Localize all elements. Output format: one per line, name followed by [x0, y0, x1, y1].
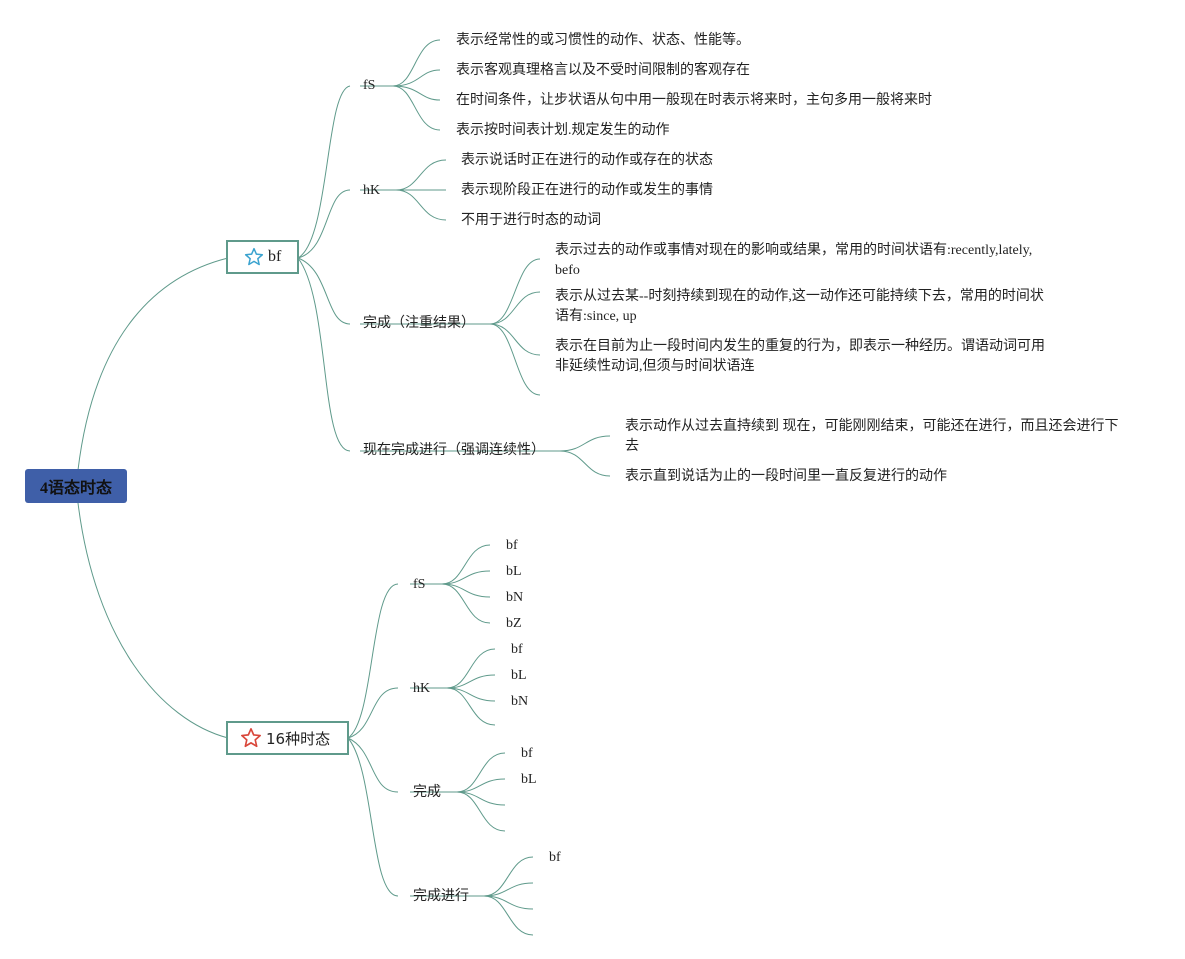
star-icon: [244, 247, 264, 266]
leaf-text: bf: [511, 642, 523, 657]
leaf-text: 表示按时间表计划.规定发生的动作: [456, 123, 670, 138]
leaf-text: 表示在目前为止一段时间内发生的重复的行为，即表示一种经历。谓语动词可用非延续性动…: [555, 339, 1045, 374]
branch-bf-label: bf: [268, 248, 282, 265]
leaf-text: bf: [521, 746, 533, 761]
leaf-text: 表示经常性的或习惯性的动作、状态、性能等。: [456, 33, 750, 48]
group-perfect-label[interactable]: 完成（注重结果）: [363, 316, 475, 331]
leaf-text: bf: [549, 850, 561, 865]
leaf-text: 在时间条件，让步状语从句中用一般现在时表示将来时，主句多用一般将来时: [456, 93, 932, 108]
leaf-text: bN: [511, 694, 529, 709]
group-hk-label[interactable]: hK: [363, 183, 381, 198]
leaf-text: 表示现阶段正在进行的动作或发生的事情: [461, 183, 713, 198]
leaf-text: bf: [506, 538, 518, 553]
leaf-text: bL: [506, 564, 522, 579]
leaf-text: bN: [506, 590, 524, 605]
group-hk-label[interactable]: hK: [413, 681, 431, 696]
star-icon: [241, 728, 261, 748]
leaf-text: 表示说话时正在进行的动作或存在的状态: [461, 153, 713, 168]
branch-bf-node[interactable]: bf: [226, 240, 299, 274]
branch-16-tenses-label: 16种时态: [266, 729, 331, 748]
leaf-text: bL: [521, 772, 537, 787]
root-node[interactable]: 4语态时态: [25, 469, 127, 503]
group-perfect-label[interactable]: 完成: [413, 785, 441, 800]
leaf-text: bZ: [506, 616, 522, 631]
group-perfect-continuous-label[interactable]: 现在完成进行（强调连续性）: [363, 443, 545, 458]
leaf-text: bL: [511, 668, 527, 683]
leaf-text: 表示从过去某--时刻持续到现在的动作,这一动作还可能持续下去，常用的时间状语有:…: [555, 289, 1044, 324]
root-label: 4语态时态: [39, 480, 112, 497]
leaf-text: 表示直到说话为止的一段时间里一直反复进行的动作: [625, 469, 947, 484]
group-fs-label[interactable]: fS: [363, 78, 376, 93]
branch-16-tenses-node[interactable]: 16种时态: [226, 721, 349, 755]
group-fs-label[interactable]: fS: [413, 577, 426, 592]
leaf-text: 不用于进行时态的动词: [461, 213, 601, 228]
leaf-text: 表示客观真理格言以及不受时间限制的客观存在: [456, 63, 750, 78]
leaf-text: 表示过去的动作或事情对现在的影响或结果，常用的时间状语有:recently,la…: [555, 243, 1033, 278]
leaf-text: 表示动作从过去直持续到 现在，可能刚刚结束，可能还在进行，而且还会进行下去: [625, 419, 1119, 454]
group-perfect-continuous-label[interactable]: 完成进行: [413, 889, 469, 904]
